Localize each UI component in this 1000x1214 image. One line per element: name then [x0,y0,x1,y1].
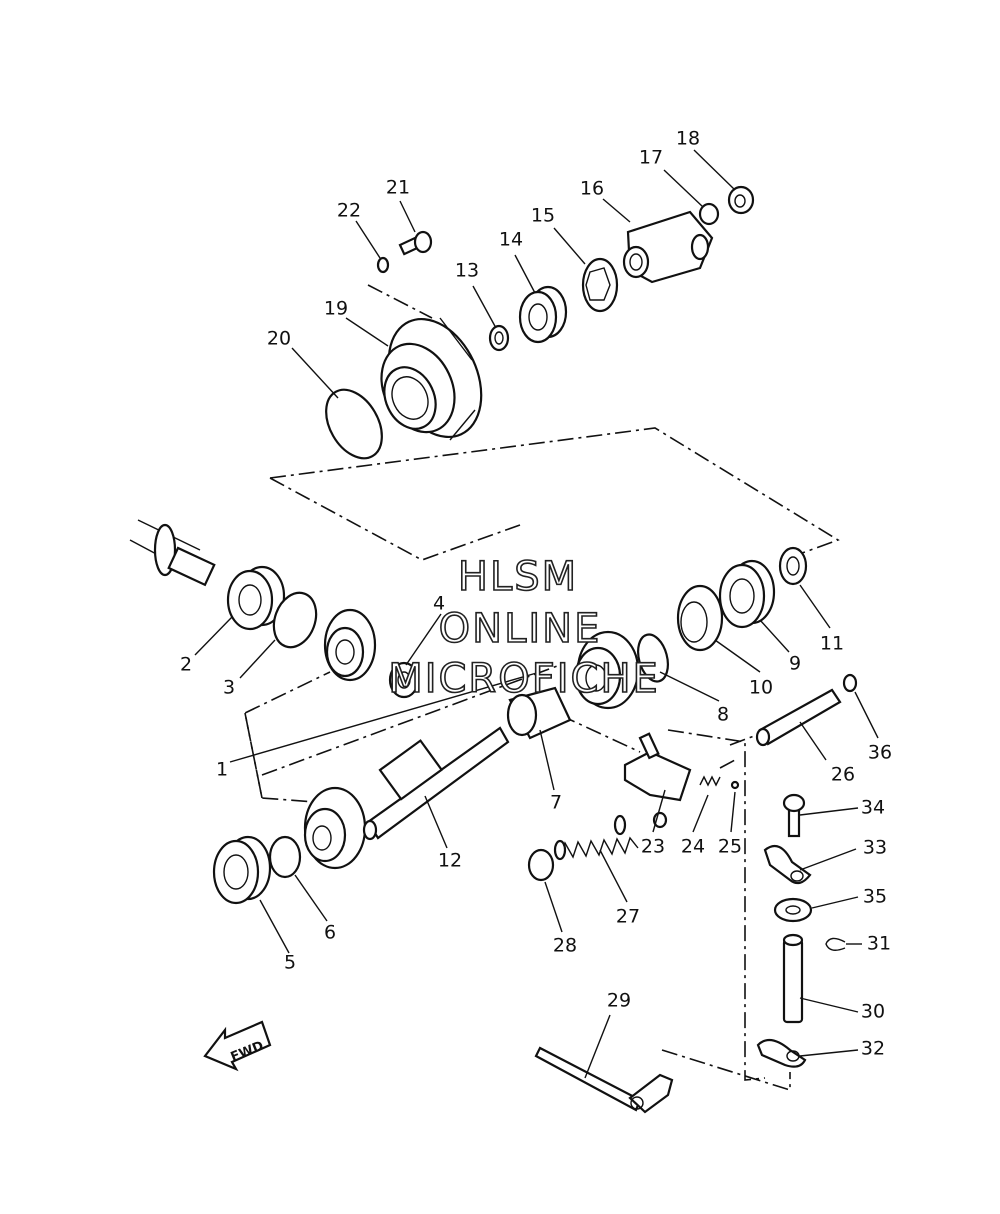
label-10: 10 [749,677,773,699]
bearing-2 [226,565,286,631]
bevel-gear-1 [323,608,377,682]
nut-18 [727,185,755,215]
bearing-5 [212,835,272,905]
leader-lines [194,149,879,1079]
label-4: 4 [433,593,445,615]
label-18: 18 [676,128,700,150]
yoke-16 [622,210,714,284]
shaft-12 [362,726,510,841]
ball-25 [730,780,740,790]
label-16: 16 [580,178,604,200]
collar-28 [527,848,555,882]
washer-17 [698,202,720,226]
label-9: 9 [789,653,801,675]
washer-13 [488,324,510,352]
retainer-10 [676,584,724,652]
shim-8 [637,633,669,683]
clutch-7 [506,686,572,740]
oring-3 [272,591,318,649]
bearing-9 [718,559,776,629]
label-27: 27 [616,906,640,928]
watermark-line3: MICROFICHE [388,656,660,702]
label-35: 35 [863,886,887,908]
label-13: 13 [455,260,479,282]
label-14: 14 [499,229,523,251]
housing-19 [380,317,483,441]
label-23: 23 [641,836,665,858]
label-24: 24 [681,836,705,858]
label-34: 34 [861,797,885,819]
label-2: 2 [180,654,192,676]
center-gear [574,630,640,710]
label-1: 1 [216,759,228,781]
bolt-21 [398,230,433,256]
washer-22 [376,256,390,274]
rod-29 [534,1046,674,1114]
nut-4 [388,661,420,699]
label-26: 26 [831,764,855,786]
label-32: 32 [861,1038,885,1060]
label-3: 3 [223,677,235,699]
label-19: 19 [324,298,348,320]
bolt-34 [782,793,806,838]
bushing-35 [773,897,813,923]
nut-15 [581,257,619,313]
spring-27 [553,814,639,861]
label-22: 22 [337,200,361,222]
label-25: 25 [718,836,742,858]
spring-24 [699,775,721,787]
callout-labels: 1 2 3 4 5 6 7 8 9 10 11 12 13 14 15 16 1… [180,128,892,1060]
label-30: 30 [861,1001,885,1023]
bevel-gear-lower [303,786,367,870]
circlip-31 [825,937,846,951]
label-15: 15 [531,205,555,227]
label-6: 6 [324,922,336,944]
label-33: 33 [863,837,887,859]
watermark: HLSM ONLINE MICROFICHE [387,553,660,703]
label-31: 31 [867,933,891,955]
watermark-line2: ONLINE [439,606,602,652]
bearing-14 [518,285,568,344]
label-36: 36 [868,742,892,764]
fwd-arrow-icon: FWD [203,1020,272,1072]
bracket-33 [763,844,812,885]
watermark-line1: HLSM [458,554,578,600]
lever-32 [756,1038,807,1068]
shift-rod-26 [755,688,842,747]
label-29: 29 [607,990,631,1012]
clip-11 [778,546,808,586]
label-20: 20 [267,328,291,350]
label-11: 11 [820,633,844,655]
oring-36 [842,673,858,693]
label-21: 21 [386,177,410,199]
gasket-20 [325,388,383,460]
label-5: 5 [284,952,296,974]
label-7: 7 [550,792,562,814]
label-8: 8 [717,704,729,726]
input-shaft [129,519,216,587]
assembly-lines [244,284,840,1092]
washer-6 [268,835,302,879]
label-17: 17 [639,147,663,169]
label-28: 28 [553,935,577,957]
shift-shaft-30 [782,933,804,1024]
label-12: 12 [438,850,462,872]
lever-23 [623,732,692,829]
